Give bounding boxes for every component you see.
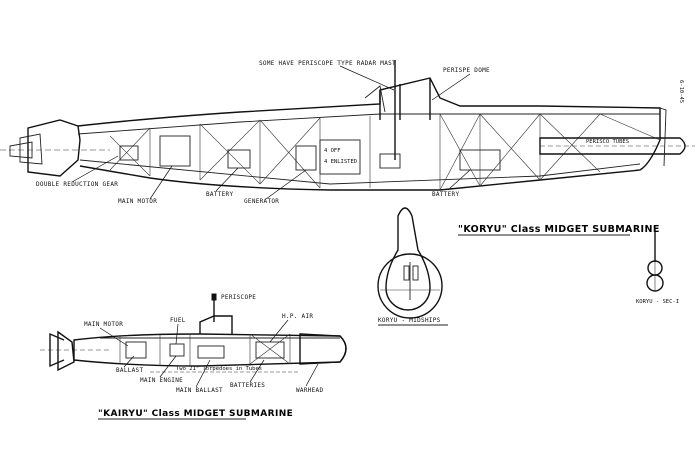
section-caption: KORYU - SEC-I xyxy=(636,299,679,305)
reduction-gear-label: DOUBLE REDUCTION GEAR xyxy=(36,181,118,188)
midships-caption: KORYU - MIDSHIPS xyxy=(378,317,441,324)
koryu-profile xyxy=(0,60,695,191)
kairyu-title: "KAIRYU" Class MIDGET SUBMARINE xyxy=(98,409,293,419)
kairyu-periscope-label: PERISCOPE xyxy=(221,294,256,301)
kairyu-torpedoes-label: Two 21" Torpedoes in Tubes xyxy=(176,366,262,372)
main-motor-label: MAIN MOTOR xyxy=(118,198,157,205)
kairyu-warhead-label: WARHEAD xyxy=(296,387,323,394)
battery-fwd-label: BATTERY xyxy=(432,191,459,198)
generator-label: GENERATOR xyxy=(244,198,279,205)
crew-label-1: 4 OFF xyxy=(324,148,341,154)
kairyu-main-ballast-label: MAIN BALLAST xyxy=(176,387,223,394)
kairyu-profile xyxy=(40,293,347,373)
koryu-midships-section xyxy=(377,207,443,319)
torpedo-label: PERISCO TUBES xyxy=(586,139,629,145)
crew-label-2: 4 ENLISTED xyxy=(324,159,357,165)
kairyu-ballast-label: BALLAST xyxy=(116,367,143,374)
kairyu-main-engine-label: MAIN ENGINE xyxy=(140,377,183,384)
side-note: 6-10-45 xyxy=(678,80,684,103)
koryu-small-section xyxy=(646,228,664,292)
battery-aft-label: BATTERY xyxy=(206,191,233,198)
koryu-title: "KORYU" Class MIDGET SUBMARINE xyxy=(458,224,660,235)
radar-mast-label: SOME HAVE PERISCOPE TYPE RADAR MAST xyxy=(259,60,396,67)
kairyu-fuel-label: FUEL xyxy=(170,317,186,324)
conning-tower-label: PERISPE DOME xyxy=(443,67,490,74)
kairyu-batteries-label: BATTERIES xyxy=(230,382,265,389)
kairyu-hp-air-label: H.P. AIR xyxy=(282,313,313,320)
kairyu-main-motor-label: MAIN MOTOR xyxy=(84,321,123,328)
